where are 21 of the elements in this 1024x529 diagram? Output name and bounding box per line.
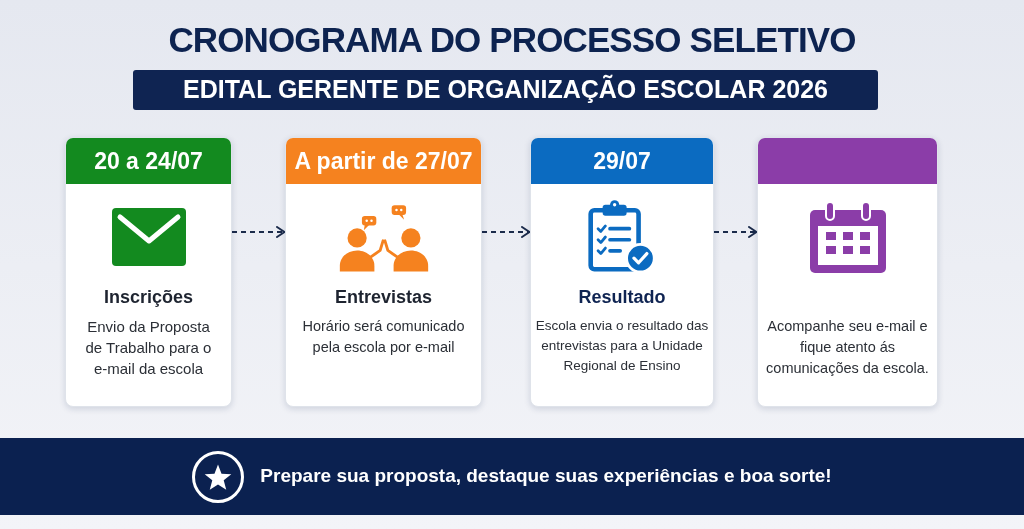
dashed-arrow bbox=[713, 226, 758, 238]
footer-banner bbox=[0, 438, 1024, 515]
step-description: Escola envia o resultado das entrevistas para a Unidade Regional de Ensino bbox=[535, 317, 709, 375]
dashed-arrow bbox=[231, 226, 286, 238]
step-card bbox=[757, 137, 938, 407]
footer-message: Prepare sua proposta, destaque suas experiências e boa sorte! bbox=[260, 464, 832, 489]
step-description: Horário será comunicado pela escola por e-mail bbox=[301, 317, 466, 357]
step-description: Envio da Proposta de Trabalho para o e-mail da escola bbox=[84, 317, 213, 379]
step-title: Inscrições bbox=[103, 286, 194, 309]
dashed-arrow bbox=[481, 226, 531, 238]
step-title: Resultado bbox=[578, 286, 666, 309]
date-header: A partir de 27/07 bbox=[286, 138, 481, 184]
date-header: 20 a 24/07 bbox=[66, 138, 231, 184]
title: CRONOGRAMA DO PROCESSO SELETIVO bbox=[168, 19, 856, 61]
subtitle-banner: EDITAL GERENTE DE ORGANIZAÇÃO ESCOLAR 2026 bbox=[133, 70, 878, 110]
step-card bbox=[65, 137, 232, 407]
step-description: Acompanhe seu e-mail e fique atento ás comunicações da escola. bbox=[766, 317, 929, 378]
date-header: 29/07 bbox=[531, 138, 713, 184]
step-card bbox=[530, 137, 714, 407]
step-card bbox=[285, 137, 482, 407]
step-title: Entrevistas bbox=[334, 286, 433, 309]
